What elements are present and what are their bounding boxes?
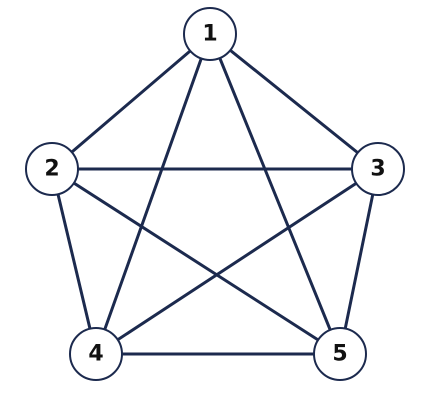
node-3-label: 3: [370, 157, 385, 182]
edge-3-5: [338, 167, 380, 356]
node-5: 5: [313, 327, 367, 381]
node-1-label: 1: [202, 22, 217, 47]
edge-1-3: [208, 32, 380, 171]
edge-3-4: [94, 167, 380, 356]
edge-2-4: [50, 167, 98, 356]
node-2-label: 2: [44, 157, 59, 182]
edge-1-5: [208, 32, 342, 356]
node-4-label: 4: [88, 342, 103, 367]
node-3: 3: [351, 142, 405, 196]
edge-1-2: [50, 32, 212, 171]
node-1-circle: [183, 7, 237, 61]
node-2-circle: [25, 142, 79, 196]
nodes-layer: 1 2 3 4 5: [25, 7, 405, 381]
node-1: 1: [183, 7, 237, 61]
node-5-circle: [313, 327, 367, 381]
node-3-circle: [351, 142, 405, 196]
node-4: 4: [69, 327, 123, 381]
edge-1-4: [94, 32, 212, 356]
node-4-circle: [69, 327, 123, 381]
edges-layer: [50, 32, 380, 356]
node-5-label: 5: [332, 342, 347, 367]
node-2: 2: [25, 142, 79, 196]
edge-2-5: [50, 167, 342, 356]
